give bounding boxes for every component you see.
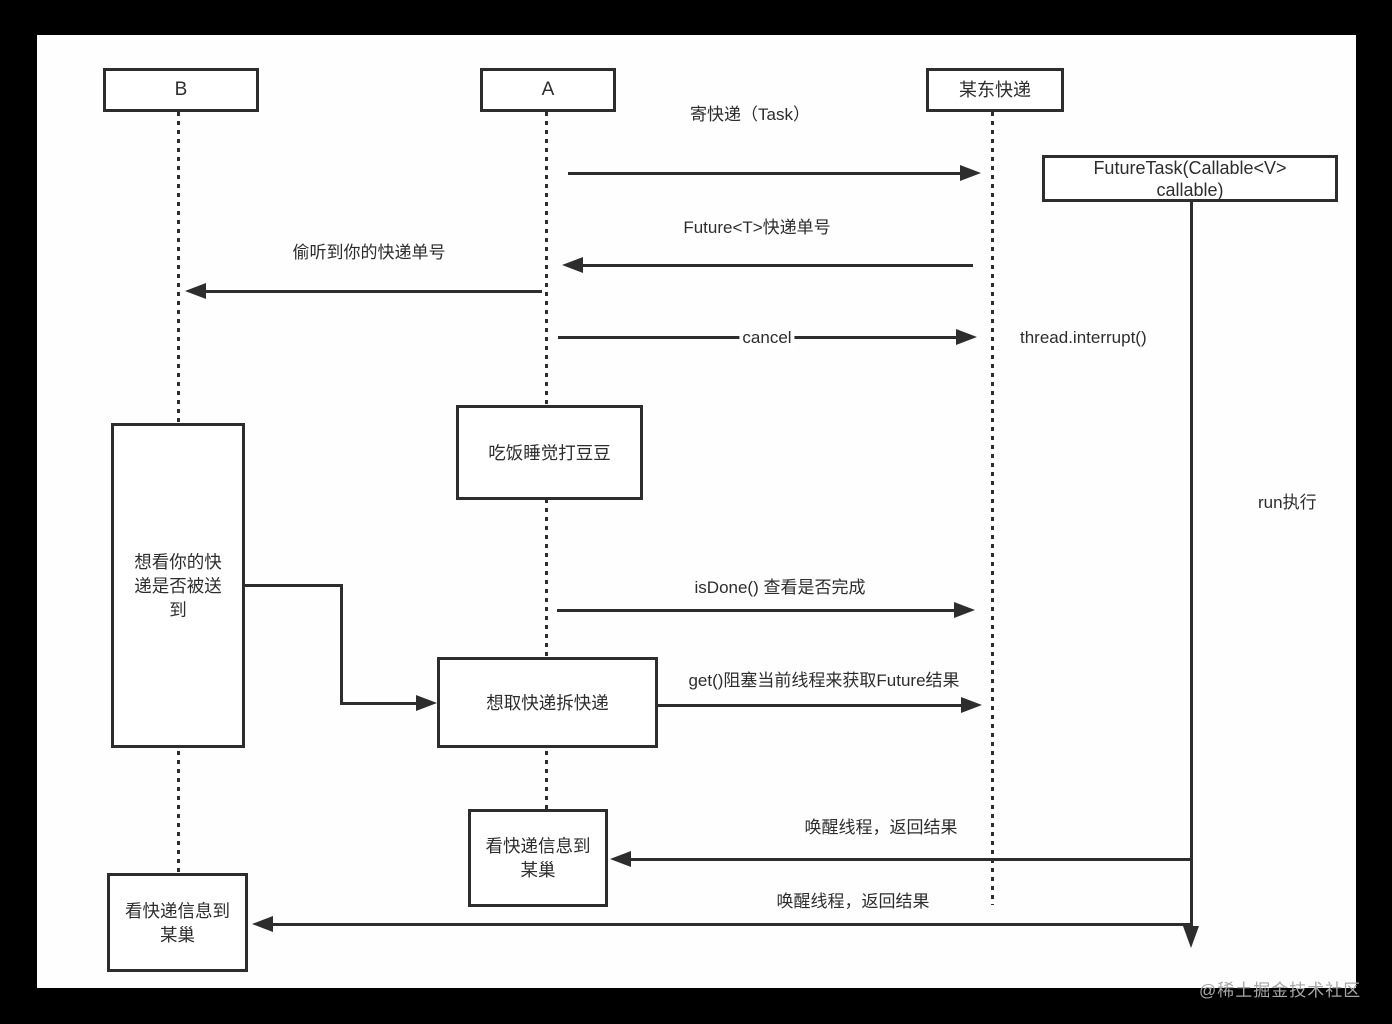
arrow-send-task — [568, 165, 981, 181]
actor-label-b: B — [174, 79, 188, 100]
arrowhead-left-icon — [185, 283, 206, 299]
arrow-tracking-no — [562, 257, 973, 273]
see-info-b-label: 看快递信息到某巢 — [125, 900, 230, 945]
run-execution-line — [1190, 200, 1193, 928]
see-info-a-label: 看快递信息到某巢 — [485, 836, 591, 880]
actor-label-a: A — [541, 79, 555, 100]
arrowhead-right-icon — [961, 697, 982, 713]
want-take-label: 想取快递拆快递 — [486, 692, 609, 713]
label-get-block: get()阻塞当前线程来获取Future结果 — [688, 671, 960, 690]
arrow-is-done — [557, 602, 975, 618]
label-run: run执行 — [1258, 493, 1317, 512]
arrowhead-right-icon — [954, 602, 975, 618]
label-send-task: 寄快递（Task） — [690, 105, 810, 124]
see-info-b-box: 看快递信息到某巢 — [107, 873, 248, 972]
actor-box-a: A — [480, 68, 616, 112]
futuretask-label: FutureTask(Callable<V> callable) — [1093, 157, 1287, 200]
actor-box-b: B — [103, 68, 259, 112]
label-cancel: cancel — [739, 328, 795, 348]
arrowhead-left-icon — [610, 851, 631, 867]
futuretask-box: FutureTask(Callable<V> callable) — [1042, 155, 1338, 202]
arrowhead-left-icon — [562, 257, 583, 273]
label-is-done: isDone() 查看是否完成 — [694, 578, 866, 597]
see-info-a-box: 看快递信息到某巢 — [468, 809, 608, 907]
label-eavesdrop: 偷听到你的快递单号 — [292, 243, 446, 262]
label-thread-interrupt: thread.interrupt() — [1020, 328, 1147, 347]
connector-arrow — [340, 695, 437, 711]
arrowhead-right-icon — [956, 329, 977, 345]
connector-horizontal-1 — [245, 584, 343, 587]
connector-vertical — [340, 584, 343, 705]
arrowhead-left-icon — [252, 916, 273, 932]
arrow-wake-a — [610, 851, 1190, 867]
lifeline-courier — [991, 112, 994, 905]
actor-label-courier: 某东快递 — [959, 80, 1031, 100]
want-check-label: 想看你的快递是否被送到 — [134, 551, 222, 620]
actor-box-courier: 某东快递 — [926, 68, 1064, 112]
label-wake-b: 唤醒线程，返回结果 — [776, 892, 930, 911]
arrow-wake-b — [252, 916, 1190, 932]
label-wake-a: 唤醒线程，返回结果 — [804, 818, 958, 837]
arrowhead-right-icon — [416, 695, 437, 711]
want-take-box: 想取快递拆快递 — [437, 657, 658, 748]
arrow-get-block — [658, 697, 982, 713]
run-line-arrowhead — [1183, 926, 1199, 948]
eat-sleep-box: 吃饭睡觉打豆豆 — [456, 405, 643, 500]
watermark: @稀土掘金技术社区 — [1199, 981, 1362, 1000]
eat-sleep-label: 吃饭睡觉打豆豆 — [488, 442, 611, 463]
label-tracking-no: Future<T>快递单号 — [683, 218, 831, 237]
want-check-box: 想看你的快递是否被送到 — [111, 423, 245, 748]
arrow-eavesdrop — [185, 283, 542, 299]
arrowhead-right-icon — [960, 165, 981, 181]
